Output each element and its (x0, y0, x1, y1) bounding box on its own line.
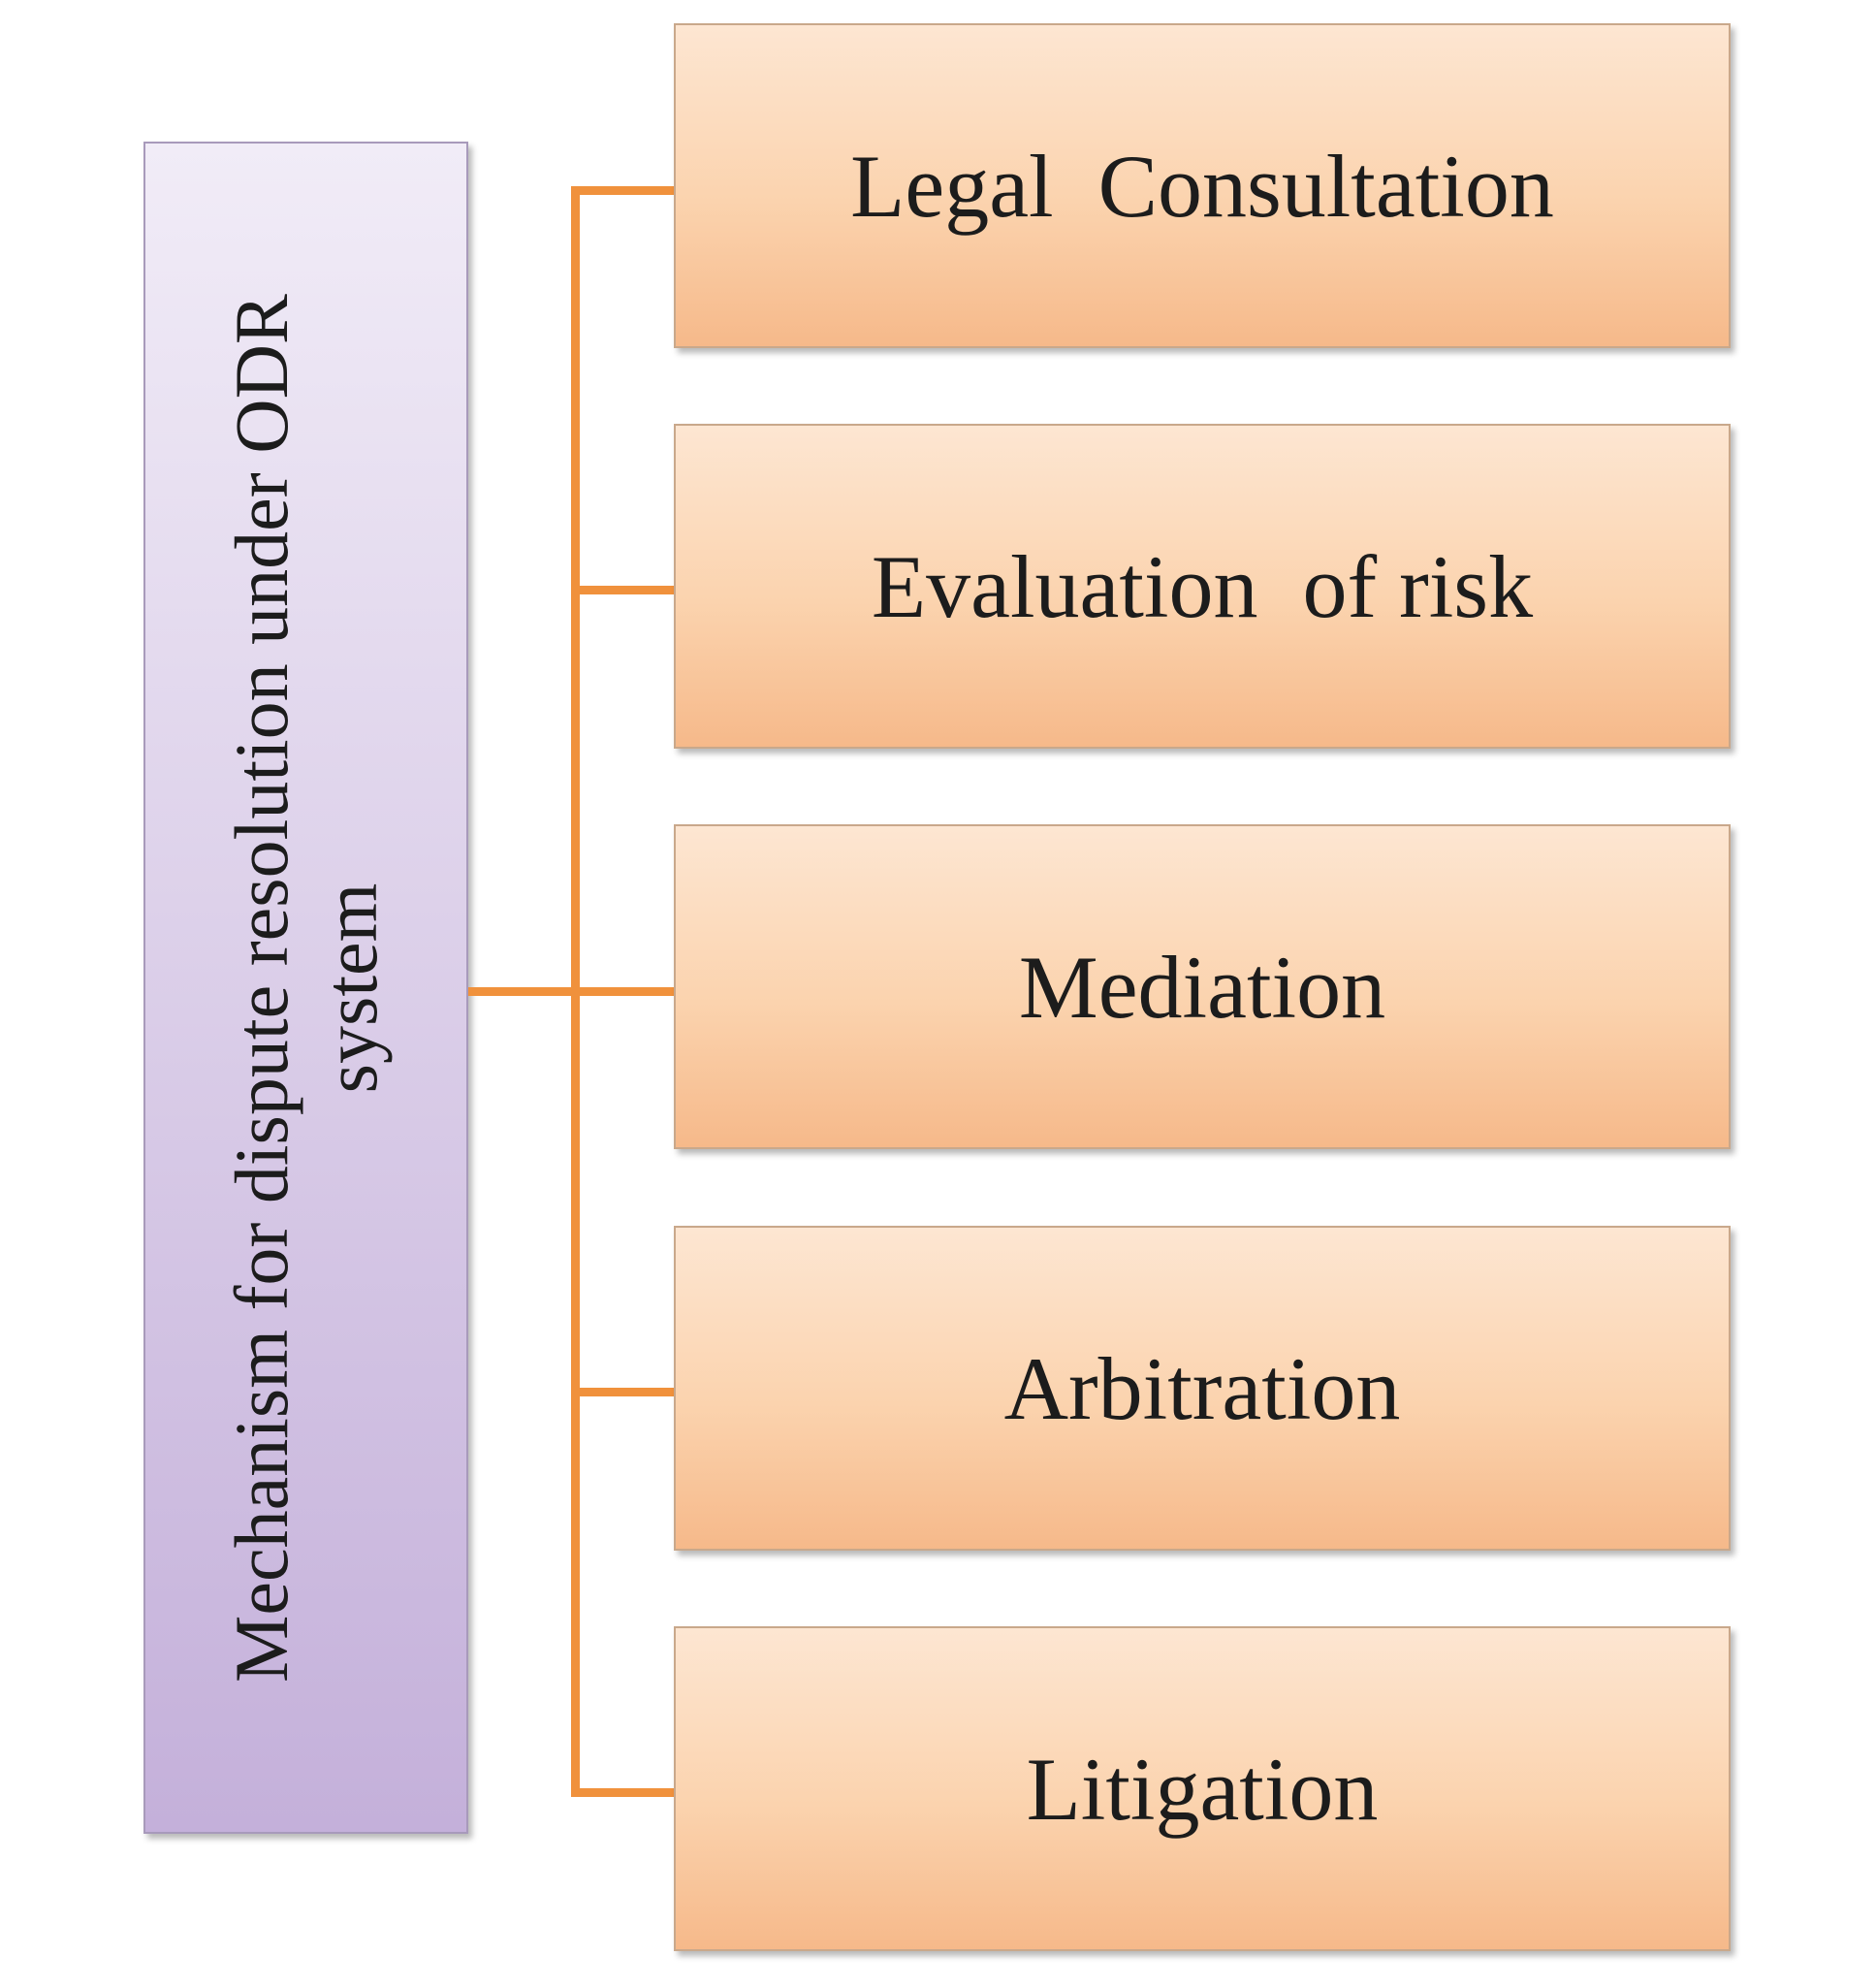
connector-branch-2 (571, 586, 674, 594)
node-label: Litigation (1026, 1739, 1379, 1839)
node-label: Evaluation of risk (871, 536, 1534, 636)
connector-branch-4 (571, 1388, 674, 1396)
node-label: Arbitration (1003, 1338, 1401, 1438)
node-legal-consultation: Legal Consultation (674, 23, 1731, 348)
node-label: Mediation (1018, 937, 1386, 1037)
root-connector (468, 987, 575, 996)
node-mediation: Mediation (674, 824, 1731, 1149)
connector-branch-3 (571, 987, 674, 996)
node-arbitration: Arbitration (674, 1226, 1731, 1551)
node-label: Legal Consultation (850, 136, 1554, 236)
connector-branch-5 (571, 1788, 674, 1797)
root-node: Mechanism for dispute resolution under O… (143, 142, 468, 1834)
connector-branch-1 (571, 186, 674, 195)
node-evaluation-of-risk: Evaluation of risk (674, 424, 1731, 749)
node-litigation: Litigation (674, 1626, 1731, 1951)
root-node-label: Mechanism for dispute resolution under O… (218, 293, 393, 1683)
